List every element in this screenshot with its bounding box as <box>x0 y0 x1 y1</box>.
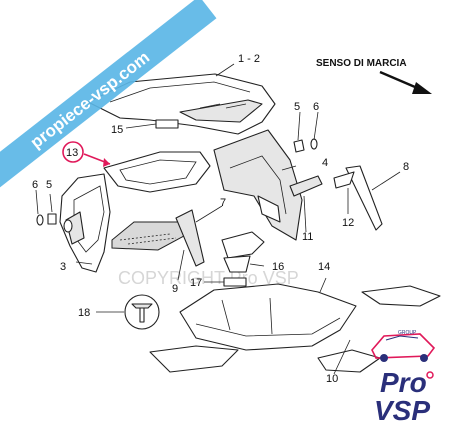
load-floor-mat-part[interactable] <box>111 221 185 251</box>
callout-5-left: 5 <box>46 179 52 191</box>
copyright-watermark: COPYRIGHT Pro VSP <box>118 268 299 288</box>
callout-1-2: 1 - 2 <box>238 53 260 65</box>
floor-mats-part[interactable] <box>149 345 381 373</box>
callout-11: 11 <box>302 231 313 243</box>
fastener-detail <box>124 294 160 330</box>
callout-14: 14 <box>318 261 330 273</box>
callout-15: 15 <box>111 124 123 136</box>
left-side-panel-part[interactable] <box>59 173 111 273</box>
highlight-marker <box>62 141 111 167</box>
callout-7: 7 <box>220 197 226 209</box>
grab-handle-part[interactable] <box>289 175 323 197</box>
callout-17: 17 <box>190 277 202 289</box>
logo-line-1: Pro <box>380 367 427 398</box>
callout-4: 4 <box>322 157 328 169</box>
callout-12: 12 <box>342 217 354 229</box>
trim-strip-part[interactable] <box>175 209 205 267</box>
clip-part-left[interactable] <box>36 213 57 226</box>
leader-lines <box>35 63 401 375</box>
callout-13: 13 <box>66 147 78 159</box>
callout-6-left: 6 <box>32 179 38 191</box>
logo-group-text: GROUP <box>398 330 417 336</box>
callout-5-right: 5 <box>294 101 300 113</box>
callout-8: 8 <box>403 161 409 173</box>
headliner-part[interactable] <box>87 73 276 135</box>
callout-3: 3 <box>60 261 66 273</box>
small-trim-part-17[interactable] <box>223 277 247 287</box>
callout-10: 10 <box>326 373 338 385</box>
clip-part-5-6[interactable] <box>293 138 318 153</box>
callout-labels: 1 - 2 15 13 5 6 4 8 12 11 7 9 3 6 5 18 1… <box>32 53 409 385</box>
callout-6-right: 6 <box>313 101 319 113</box>
console-part[interactable] <box>221 231 265 273</box>
direction-indicator: SENSO DI MARCIA <box>316 58 432 94</box>
callout-18: 18 <box>78 307 90 319</box>
rear-panel-part[interactable] <box>103 151 211 193</box>
main-carpet-part[interactable] <box>179 283 441 351</box>
pillar-trim-part[interactable] <box>333 165 383 231</box>
direction-label: SENSO DI MARCIA <box>316 58 407 69</box>
callout-16: 16 <box>272 261 284 273</box>
provsp-logo: GROUP Pro VSP <box>371 330 436 426</box>
callout-9: 9 <box>172 283 178 295</box>
arrow-head-icon <box>412 82 432 94</box>
logo-line-2: VSP <box>374 395 430 426</box>
side-trim-part[interactable] <box>213 129 303 241</box>
